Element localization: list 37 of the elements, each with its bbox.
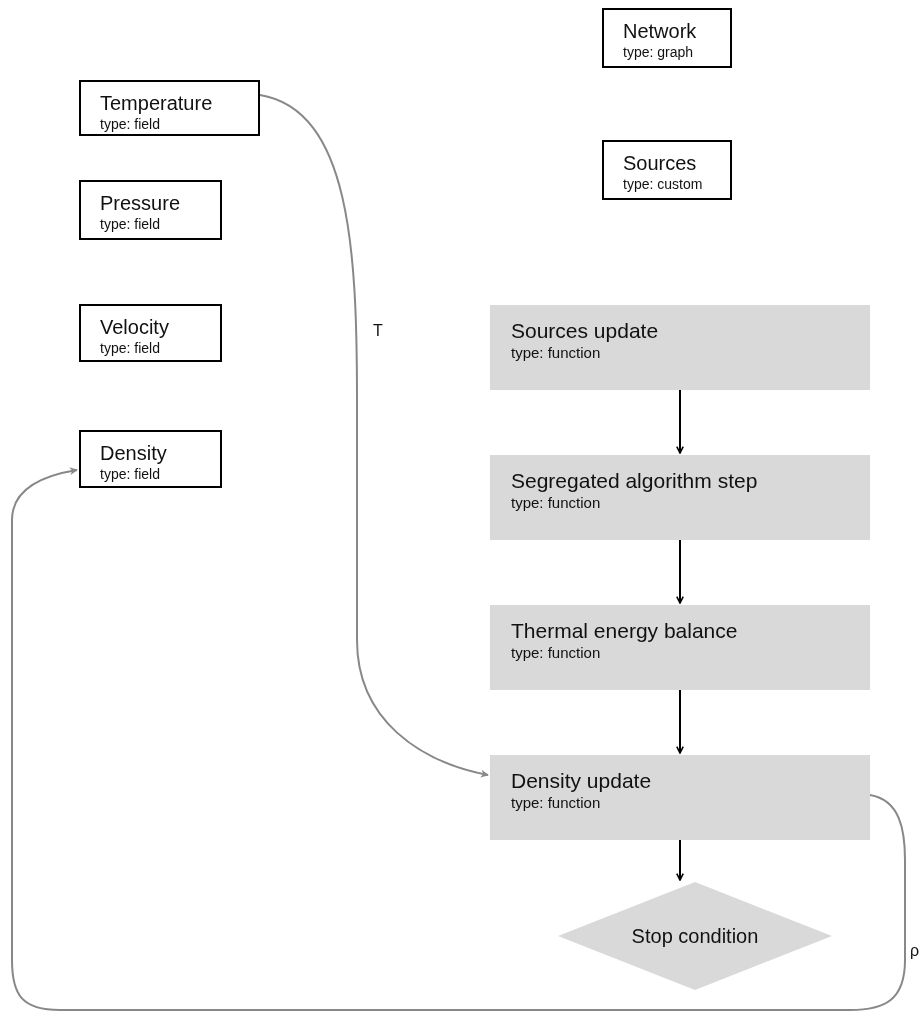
field-box [79,304,222,362]
field-box [602,140,732,200]
node-type: type: field [100,465,161,484]
node-title: Stop condition [631,924,759,948]
node-title: Pressure [100,192,182,215]
node-type: type: graph [623,43,695,62]
node-title: Density [100,442,168,465]
node-title: Thermal energy balance [511,619,739,644]
field-box [79,180,222,240]
node-type: type: field [100,115,161,134]
function-box [490,605,870,690]
node-title: Velocity [100,316,170,339]
node-type: type: function [511,643,602,663]
node-type: type: custom [623,175,704,194]
arrow [676,839,684,881]
arrow [676,539,684,604]
node-type: type: field [100,215,161,234]
node-title: Sources update [511,319,660,344]
node-title: Sources [623,152,698,175]
node-type: type: field [100,339,161,358]
arrow [676,389,684,454]
arrow [259,94,489,778]
field-box [79,80,260,136]
function-box [490,755,870,840]
arrow [11,467,906,1011]
node-title: Temperature [100,92,214,115]
arrow [676,689,684,754]
function-box [490,455,870,540]
node-title: Network [623,20,698,43]
node-title: Density update [511,769,653,794]
node-type: type: function [511,343,602,363]
field-box [602,8,732,68]
node-type: type: function [511,793,602,813]
function-box [490,305,870,390]
node-title: Segregated algorithm step [511,469,759,494]
node-type: type: function [511,493,602,513]
field-box [79,430,222,488]
